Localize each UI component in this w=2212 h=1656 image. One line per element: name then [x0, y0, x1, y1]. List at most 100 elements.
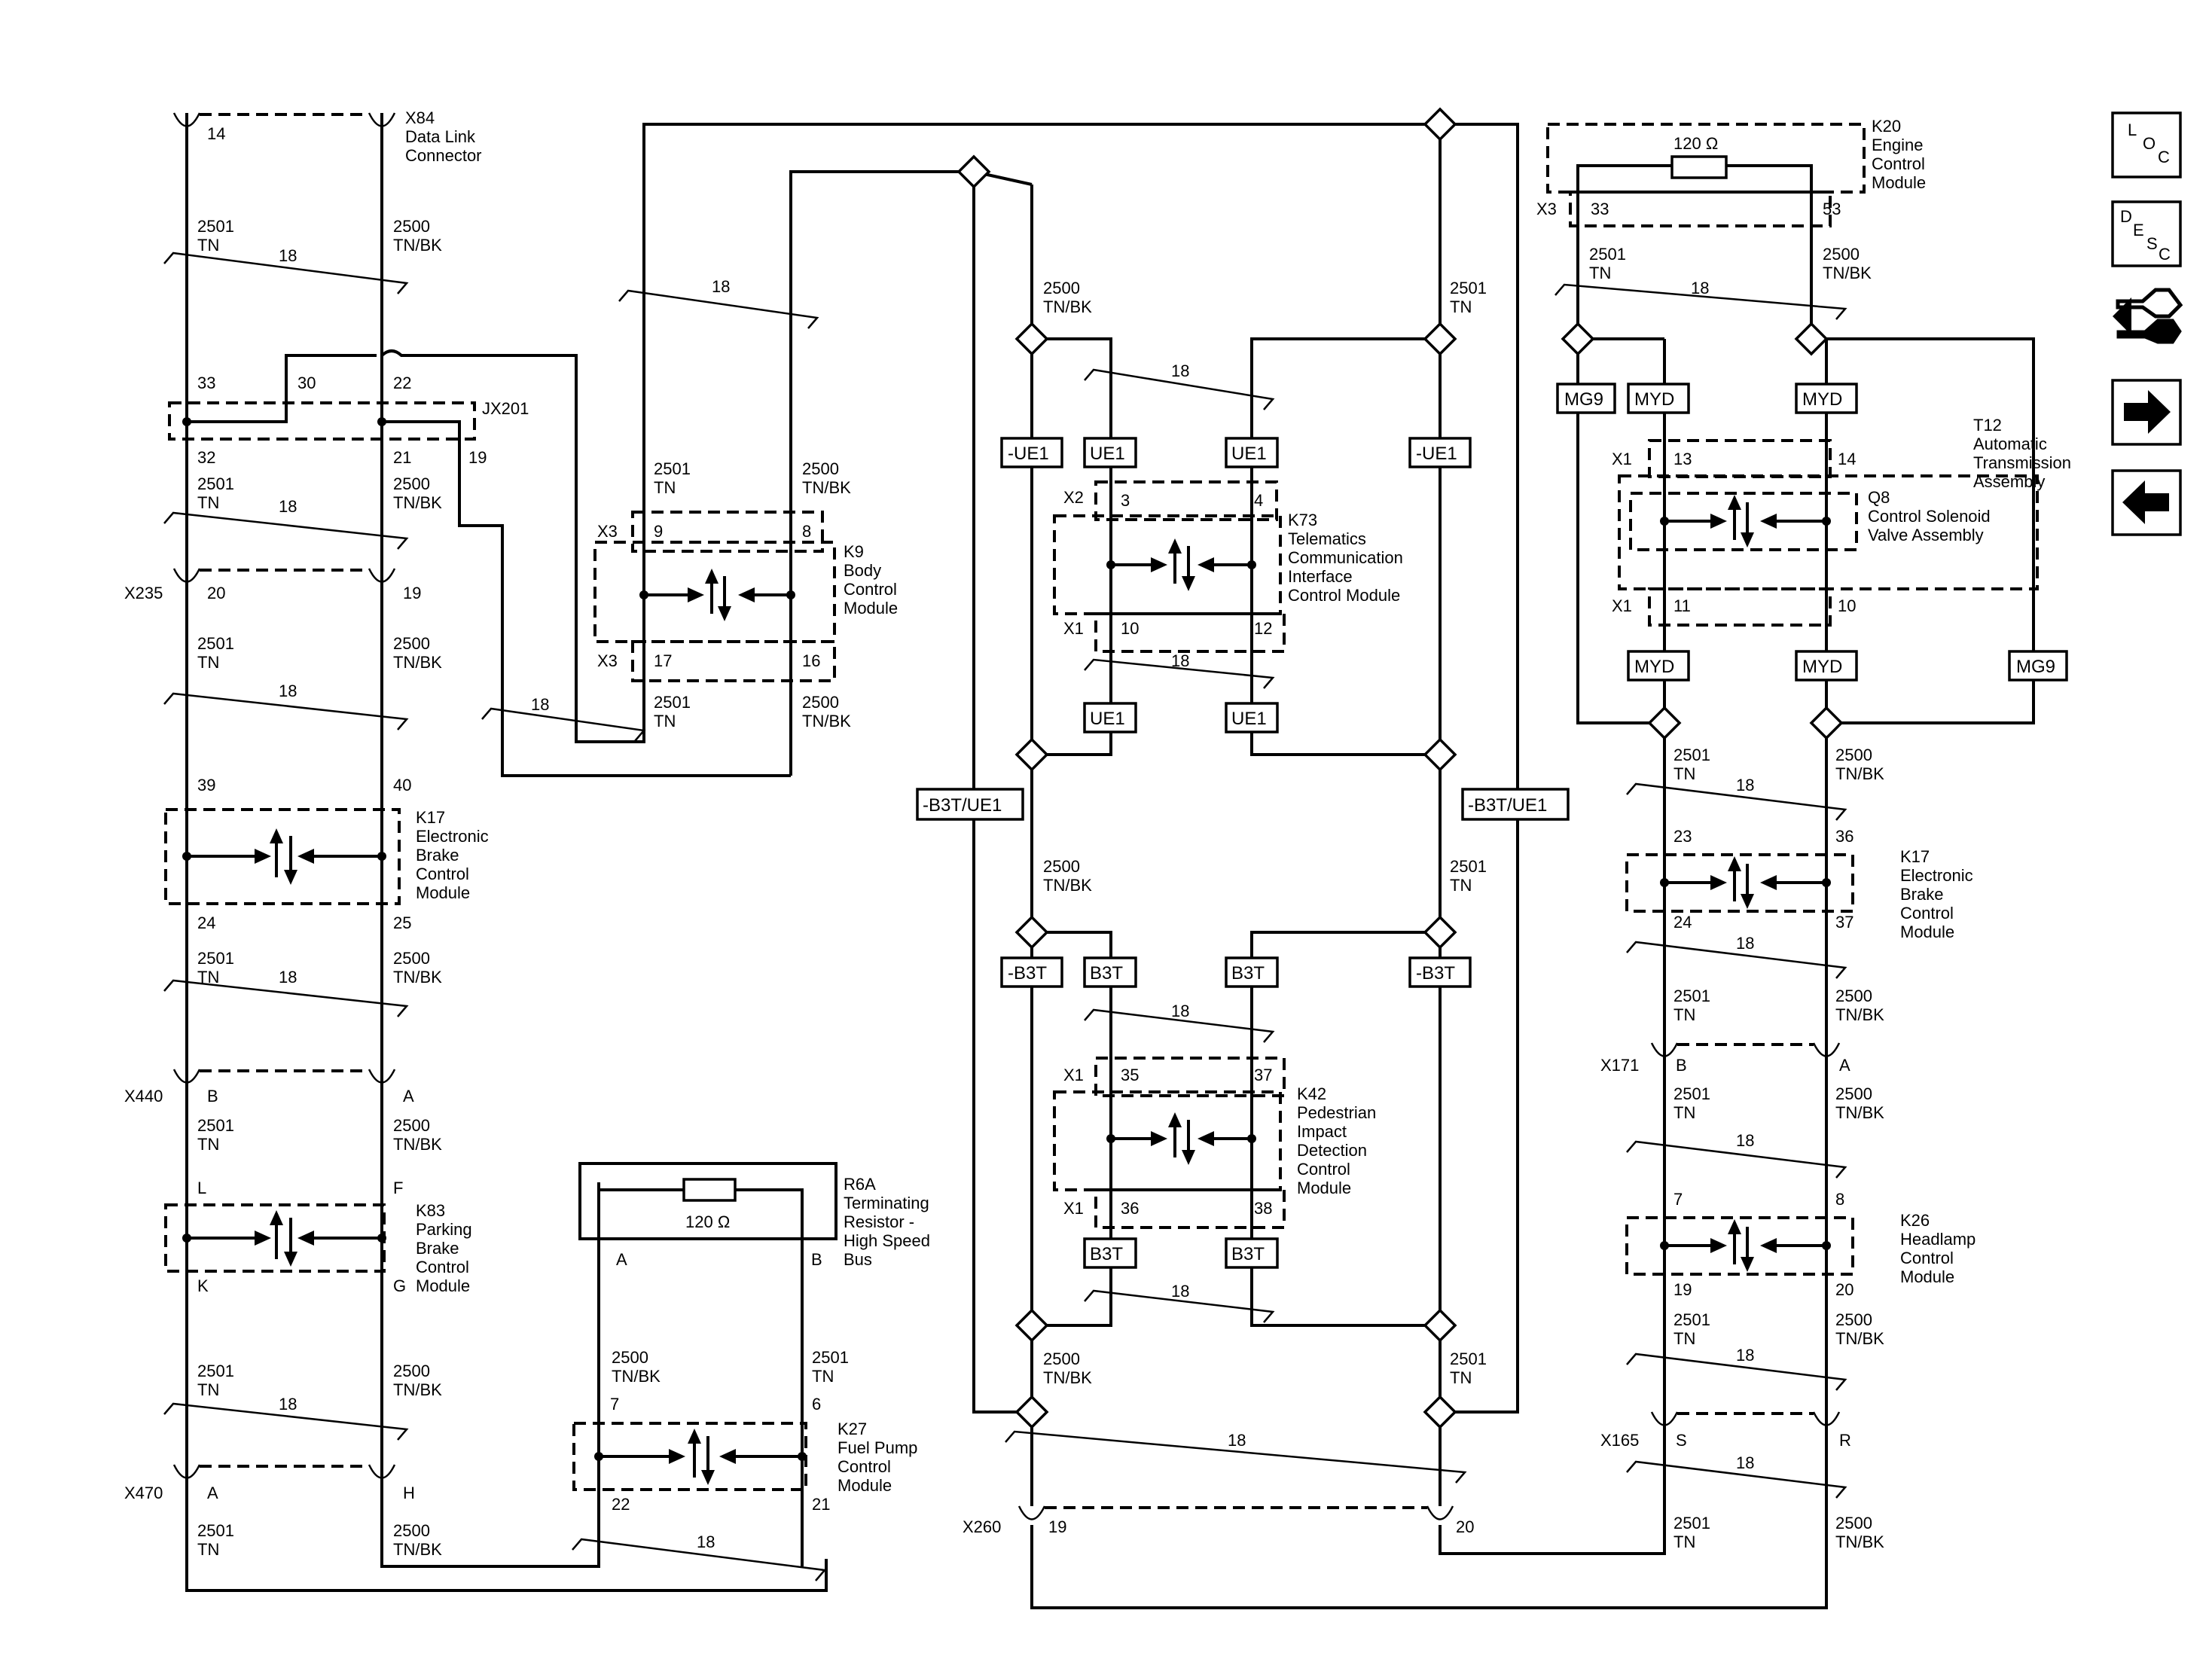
svg-text:K: K — [197, 1276, 209, 1295]
svg-text:8: 8 — [1835, 1190, 1844, 1209]
svg-text:TN: TN — [1673, 1329, 1695, 1348]
x171-connector[interactable]: X171 B A — [1600, 1042, 1850, 1075]
svg-text:2501: 2501 — [1589, 245, 1626, 264]
svg-text:X235: X235 — [124, 584, 163, 602]
svg-text:X1: X1 — [1612, 450, 1632, 468]
svg-text:36: 36 — [1835, 827, 1854, 846]
svg-text:UE1: UE1 — [1090, 444, 1125, 464]
x165-connector[interactable]: X165 S R — [1600, 1288, 1851, 1450]
k17-electronic-brake-control-module-right[interactable]: 23 36 K17 Electronic Brake Control Modul… — [1625, 827, 1973, 941]
svg-text:F: F — [393, 1179, 403, 1197]
k27-fuel-pump-control-module[interactable]: 2500 TN/BK 2501 TN 7 6 K27 Fuel Pump Con… — [572, 1239, 917, 1566]
jx201-label: JX201 — [482, 399, 529, 418]
desc-button[interactable]: D E S C — [2111, 200, 2182, 267]
svg-text:A: A — [403, 1087, 414, 1106]
svg-text:Communication: Communication — [1288, 548, 1403, 567]
svg-text:Brake: Brake — [1900, 885, 1943, 904]
x260-connector[interactable]: X260 19 20 — [963, 1505, 1474, 1536]
svg-text:20: 20 — [207, 584, 225, 602]
connector-harness-icon[interactable] — [2113, 288, 2183, 344]
svg-text:Body: Body — [844, 561, 881, 580]
x470-connector[interactable]: X470 A H — [124, 1464, 415, 1502]
r6a-terminating-resistor-high-speed-bus[interactable]: 120 Ω A B R6A Terminating Resistor - Hig… — [578, 1162, 930, 1269]
svg-text:-B3T/UE1: -B3T/UE1 — [1468, 795, 1547, 816]
q8-control-solenoid-valve-assembly[interactable]: Q8 Control Solenoid Valve Assembly — [1629, 488, 1991, 551]
svg-text:G: G — [393, 1276, 406, 1295]
svg-text:18: 18 — [279, 1395, 297, 1414]
svg-text:Electronic: Electronic — [1900, 866, 1973, 885]
svg-text:Impact: Impact — [1297, 1122, 1347, 1141]
svg-text:20: 20 — [1456, 1517, 1474, 1536]
svg-text:B: B — [811, 1250, 822, 1269]
svg-text:MYD: MYD — [1634, 389, 1674, 410]
svg-text:2501: 2501 — [1450, 279, 1487, 297]
svg-text:B: B — [1676, 1056, 1687, 1075]
svg-text:TN/BK: TN/BK — [1043, 1368, 1092, 1387]
svg-text:38: 38 — [1254, 1199, 1272, 1218]
svg-text:S: S — [1676, 1431, 1687, 1450]
svg-text:18: 18 — [1171, 1002, 1189, 1020]
k83-parking-brake-control-module[interactable]: L F K83 Parking Brake Control Module K G — [164, 1179, 472, 1295]
svg-text:18: 18 — [1736, 1346, 1754, 1365]
svg-text:Data Link: Data Link — [405, 127, 476, 146]
svg-text:120 Ω: 120 Ω — [685, 1212, 730, 1231]
svg-text:Telematics: Telematics — [1288, 529, 1366, 548]
svg-text:-UE1: -UE1 — [1008, 444, 1049, 464]
svg-text:TN/BK: TN/BK — [802, 712, 851, 730]
svg-text:Resistor -: Resistor - — [844, 1212, 914, 1231]
svg-text:22: 22 — [393, 374, 411, 392]
svg-text:2501: 2501 — [1450, 857, 1487, 876]
svg-text:Headlamp: Headlamp — [1900, 1230, 1976, 1249]
t12-automatic-transmission-assembly[interactable]: T12 Automatic Transmission Assembly X1 1… — [1612, 416, 2071, 590]
svg-text:2500: 2500 — [393, 474, 430, 493]
svg-text:T12: T12 — [1973, 416, 2002, 435]
next-page-button[interactable] — [2111, 379, 2182, 446]
k17-electronic-brake-control-module-left[interactable]: 39 40 K17 Electronic Brake Control Modul… — [164, 776, 489, 932]
svg-text:2500: 2500 — [393, 1116, 430, 1135]
svg-text:TN: TN — [1673, 764, 1695, 783]
svg-text:TN/BK: TN/BK — [802, 478, 851, 497]
svg-text:TN/BK: TN/BK — [1835, 1005, 1884, 1024]
svg-text:2501: 2501 — [1673, 1514, 1710, 1532]
svg-text:H: H — [403, 1484, 415, 1502]
svg-text:2501: 2501 — [197, 217, 234, 236]
svg-text:TN: TN — [197, 493, 219, 512]
svg-text:18: 18 — [1171, 651, 1189, 670]
x235-connector[interactable]: X235 20 19 — [124, 568, 421, 602]
k26-headlamp-control-module[interactable]: 7 8 K26 Headlamp Control Module 19 20 — [1625, 1190, 1976, 1299]
svg-text:B3T: B3T — [1090, 963, 1123, 984]
loc-button[interactable]: L O C — [2111, 111, 2182, 178]
svg-text:18: 18 — [1228, 1431, 1246, 1450]
svg-text:K20: K20 — [1872, 117, 1901, 136]
x84-data-link-connector[interactable]: 14 X84 Data Link Connector — [172, 108, 482, 165]
k42-pedestrian-impact-detection-control-module[interactable]: 18 X1 35 37 K42 Pedestrian Impact Detect… — [1053, 1002, 1376, 1323]
jx201-splice-pack[interactable]: 33 30 22 JX201 32 21 19 — [168, 349, 791, 777]
svg-text:Module: Module — [416, 883, 470, 902]
previous-page-button[interactable] — [2111, 469, 2182, 536]
svg-text:TN/BK: TN/BK — [1835, 1329, 1884, 1348]
svg-text:Control: Control — [1297, 1160, 1350, 1179]
svg-text:TN/BK: TN/BK — [1043, 297, 1092, 316]
svg-text:2500: 2500 — [612, 1348, 648, 1367]
k73-telematics-communication-interface-control-module[interactable]: X2 3 4 K73 Telematics Communication Inte… — [1053, 480, 1403, 689]
k9-body-control-module[interactable]: 2501 TN 2500 TN/BK 18 X3 9 8 K9 Body Con… — [481, 123, 1440, 776]
svg-text:Control: Control — [844, 580, 897, 599]
svg-text:Control: Control — [1872, 154, 1925, 173]
svg-text:16: 16 — [802, 651, 820, 670]
svg-text:Control: Control — [416, 1258, 469, 1276]
svg-text:Fuel Pump: Fuel Pump — [838, 1438, 917, 1457]
k20-engine-control-module[interactable]: 120 Ω X3 33 53 K20 Engine Control Module — [1536, 117, 1926, 227]
x440-connector[interactable]: X440 B A — [124, 1069, 414, 1106]
svg-text:18: 18 — [1736, 776, 1754, 794]
center-bus-segment — [972, 123, 1828, 1609]
svg-text:2500: 2500 — [1835, 1084, 1872, 1103]
svg-text:18: 18 — [1736, 1131, 1754, 1150]
svg-text:Module: Module — [416, 1276, 470, 1295]
svg-text:Control: Control — [838, 1457, 891, 1476]
svg-text:Control: Control — [1900, 904, 1954, 923]
svg-text:7: 7 — [1673, 1190, 1683, 1209]
svg-text:19: 19 — [1673, 1280, 1692, 1299]
svg-text:TN/BK: TN/BK — [393, 968, 442, 987]
svg-text:2500: 2500 — [393, 217, 430, 236]
svg-text:A: A — [207, 1484, 218, 1502]
